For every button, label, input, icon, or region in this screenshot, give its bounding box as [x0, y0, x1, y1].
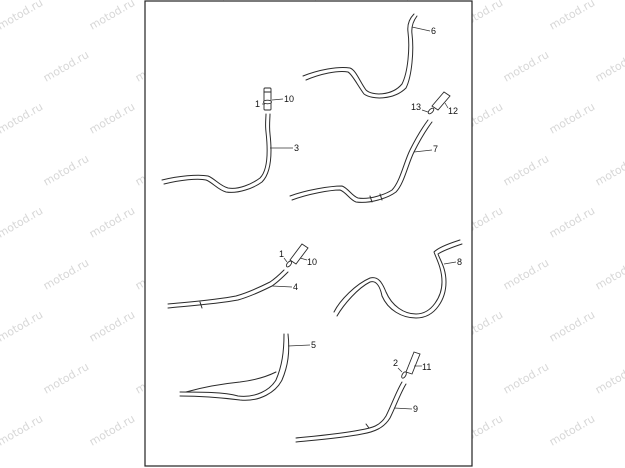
watermark-text: motod.ru [501, 48, 551, 84]
handlebar-5 [179, 333, 290, 401]
leader-6 [411, 26, 431, 32]
leader-10b [299, 257, 308, 261]
watermark-text: motod.ru [547, 100, 597, 136]
watermark-text: motod.ru [593, 256, 625, 292]
handlebar-6 [302, 13, 418, 99]
watermark-text: motod.ru [87, 0, 137, 33]
leader-12 [444, 102, 449, 109]
watermark-text: motod.ru [0, 0, 45, 33]
handlebar-8 [333, 239, 463, 319]
callout-4: 4 [293, 282, 298, 292]
callout-12: 12 [448, 106, 458, 116]
handlebar-4 [167, 269, 289, 309]
watermark-text: motod.ru [593, 360, 625, 396]
watermark-text: motod.ru [87, 412, 137, 448]
handlebar-7 [289, 119, 433, 203]
watermark-text: motod.ru [41, 152, 91, 188]
callout-1a: 1 [255, 99, 260, 109]
watermark-text: motod.ru [41, 256, 91, 292]
leader-4 [271, 285, 293, 288]
grip-10 [263, 87, 272, 111]
callout-11: 11 [422, 362, 431, 372]
grip-12 [427, 91, 451, 115]
handlebar-9 [295, 381, 407, 443]
callout-10a: 10 [284, 94, 294, 104]
watermark-text: motod.ru [87, 308, 137, 344]
leader-13 [421, 109, 429, 113]
callout-3: 3 [294, 143, 299, 153]
leader-5 [287, 344, 311, 347]
grip-11 [401, 351, 421, 379]
watermark-text: motod.ru [593, 48, 625, 84]
watermark-text: motod.ru [547, 412, 597, 448]
leader-8 [443, 261, 457, 265]
grip-10b [285, 243, 309, 268]
watermark-text: motod.ru [501, 360, 551, 396]
watermark-text: motod.ru [41, 48, 91, 84]
watermark-text: motod.ru [501, 256, 551, 292]
callout-6: 6 [431, 26, 436, 36]
handlebar-3 [161, 113, 272, 193]
watermark-text: motod.ru [547, 0, 597, 33]
callout-2: 2 [393, 358, 398, 368]
callout-8: 8 [457, 257, 462, 267]
watermark-text: motod.ru [87, 204, 137, 240]
watermark-text: motod.ru [0, 412, 45, 448]
watermark-text: motod.ru [87, 100, 137, 136]
callout-7: 7 [433, 144, 438, 154]
callout-13: 13 [411, 102, 421, 112]
leader-9 [393, 407, 413, 410]
leader-1b [283, 257, 288, 263]
watermark-text: motod.ru [0, 308, 45, 344]
callout-5: 5 [311, 340, 316, 350]
watermark-text: motod.ru [0, 204, 45, 240]
watermark-text: motod.ru [547, 204, 597, 240]
watermark-text: motod.ru [547, 308, 597, 344]
watermark-text: motod.ru [593, 152, 625, 188]
callout-9: 9 [413, 404, 418, 414]
callout-10b: 10 [307, 257, 317, 267]
leader-7 [413, 149, 433, 153]
callout-1b: 1 [279, 249, 284, 259]
leader-10a [271, 98, 284, 101]
watermark-text: motod.ru [41, 360, 91, 396]
leader-2 [397, 367, 403, 373]
watermark-text: motod.ru [0, 100, 45, 136]
watermark-text: motod.ru [501, 152, 551, 188]
